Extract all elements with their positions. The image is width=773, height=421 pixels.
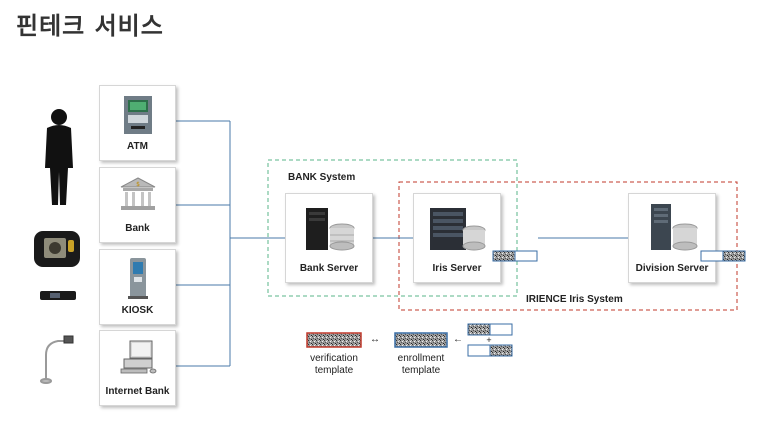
- internet-bank-label: Internet Bank: [105, 386, 170, 397]
- usb-iris-reader-icon: [40, 291, 76, 300]
- arrow-between: ↔: [370, 334, 380, 345]
- channel-connector: [174, 120, 628, 367]
- kiosk-label: KIOSK: [121, 305, 154, 316]
- gooseneck-iris-camera-icon: [40, 335, 74, 384]
- division-server-card[interactable]: Division Server: [628, 193, 716, 283]
- bank-server-label: Bank Server: [299, 263, 359, 274]
- bank-system-group: [267, 159, 518, 297]
- bank-label: Bank: [125, 223, 150, 234]
- plus-sign: +: [486, 335, 492, 345]
- desktop-computer-icon: [120, 340, 156, 374]
- server-database-icon: [306, 208, 355, 251]
- division-server-template-badge: [700, 250, 746, 262]
- verification-template-swatch: [306, 332, 362, 348]
- iris-server-label: Iris Server: [432, 263, 482, 274]
- server-database-icon: [651, 204, 698, 251]
- arrow-left: ←: [453, 334, 463, 345]
- kiosk-icon: [127, 258, 148, 299]
- bank-system-label: BANK System: [288, 172, 356, 183]
- enrollment-template-swatch: [394, 332, 448, 348]
- internet-bank-card[interactable]: Internet Bank: [99, 330, 176, 406]
- iris-system-group: [398, 181, 738, 311]
- person-silhouette-icon: [45, 109, 73, 205]
- atm-icon: [123, 96, 152, 134]
- iris-system-label: IRIENCE Iris System: [526, 294, 623, 305]
- iris-server-card[interactable]: Iris Server: [413, 193, 501, 283]
- svg-text:$: $: [136, 181, 140, 188]
- iris-server-template-badge: [492, 250, 538, 262]
- division-server-label: Division Server: [635, 263, 709, 274]
- bank-server-card[interactable]: Bank Server: [285, 193, 373, 283]
- iris-scanner-device-icon: [34, 231, 80, 267]
- enrollment-parts: [467, 323, 513, 357]
- enrollment-template-label: enrollment template: [397, 353, 445, 376]
- page-title: 핀테크 서비스: [16, 12, 164, 40]
- kiosk-card[interactable]: KIOSK: [99, 249, 176, 325]
- bank-card[interactable]: $ Bank: [99, 167, 176, 243]
- atm-card[interactable]: ATM: [99, 85, 176, 161]
- atm-label: ATM: [127, 141, 148, 152]
- verification-template-label: verification template: [310, 353, 358, 376]
- bank-building-icon: $: [120, 177, 155, 210]
- server-database-icon: [430, 208, 486, 251]
